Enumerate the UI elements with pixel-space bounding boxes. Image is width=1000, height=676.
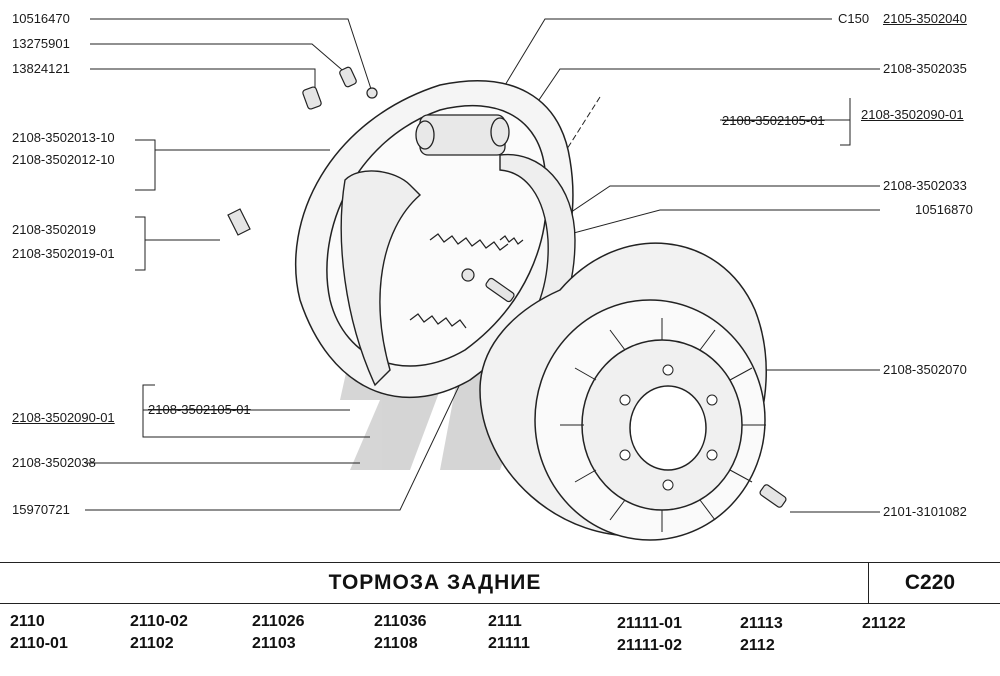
callout-10516870: 10516870 xyxy=(915,202,973,217)
model-item: 21103 xyxy=(252,635,296,652)
title-bar: ТОРМОЗА ЗАДНИЕ C220 xyxy=(0,562,1000,604)
callout-2108-3502038: 2108-3502038 xyxy=(12,455,96,470)
springs xyxy=(409,233,524,329)
callout-2108-3502105-01-right: 2108-3502105-01 xyxy=(722,113,825,128)
model-item: 2110 xyxy=(10,613,45,630)
model-item: 2112 xyxy=(740,637,775,654)
callout-2105-3502040: 2105-3502040 xyxy=(883,11,967,26)
callout-c150: C150 xyxy=(838,11,870,26)
callout-13275901: 13275901 xyxy=(12,36,70,51)
callout-2108-3502090-01-left: 2108-3502090-01 xyxy=(12,410,115,425)
page-code-cell: C220 xyxy=(868,563,999,603)
model-item: 2111 xyxy=(488,613,522,630)
callout-13824121: 13824121 xyxy=(12,61,70,76)
callout-2108-3502013-10: 2108-3502013-10 xyxy=(12,130,115,145)
model-item: 21122 xyxy=(862,615,906,632)
model-item: 211026 xyxy=(252,613,305,630)
callout-2108-3502035: 2108-3502035 xyxy=(883,61,967,76)
rear-brake-exploded-diagram xyxy=(85,18,880,541)
callout-2108-3502105-01-left: 2108-3502105-01 xyxy=(148,402,251,417)
model-item: 21111-01 xyxy=(617,615,682,632)
callout-2108-3502019: 2108-3502019 xyxy=(12,222,96,237)
callout-15970721: 15970721 xyxy=(12,502,70,517)
model-item: 211036 xyxy=(374,613,427,630)
callout-2108-3502019-01: 2108-3502019-01 xyxy=(12,246,115,261)
callout-2108-3502012-10: 2108-3502012-10 xyxy=(12,152,115,167)
brake-drum xyxy=(479,242,767,541)
small-parts xyxy=(227,66,787,508)
model-item: 21111 xyxy=(488,635,530,652)
wheel-cylinder xyxy=(415,114,510,156)
callout-2108-3502033: 2108-3502033 xyxy=(883,178,967,193)
model-item: 21108 xyxy=(374,635,418,652)
model-item: 21102 xyxy=(130,635,174,652)
callout-10516470: 10516470 xyxy=(12,11,70,26)
model-item: 21111-02 xyxy=(617,637,682,654)
page-code: C220 xyxy=(904,571,956,594)
callout-2101-3101082: 2101-3101082 xyxy=(883,504,967,519)
callout-2108-3502090-01-right: 2108-3502090-01 xyxy=(861,107,964,122)
page-title: ТОРМОЗА ЗАДНИЕ xyxy=(328,571,542,594)
leader-lines xyxy=(85,18,880,513)
model-item: 2110-01 xyxy=(10,635,68,652)
model-list: 2110 2110-01 2110-02 21102 211026 21103 … xyxy=(0,612,1000,672)
callout-2108-3502070: 2108-3502070 xyxy=(883,362,967,377)
model-item: 21113 xyxy=(740,615,783,632)
model-item: 2110-02 xyxy=(130,613,188,630)
